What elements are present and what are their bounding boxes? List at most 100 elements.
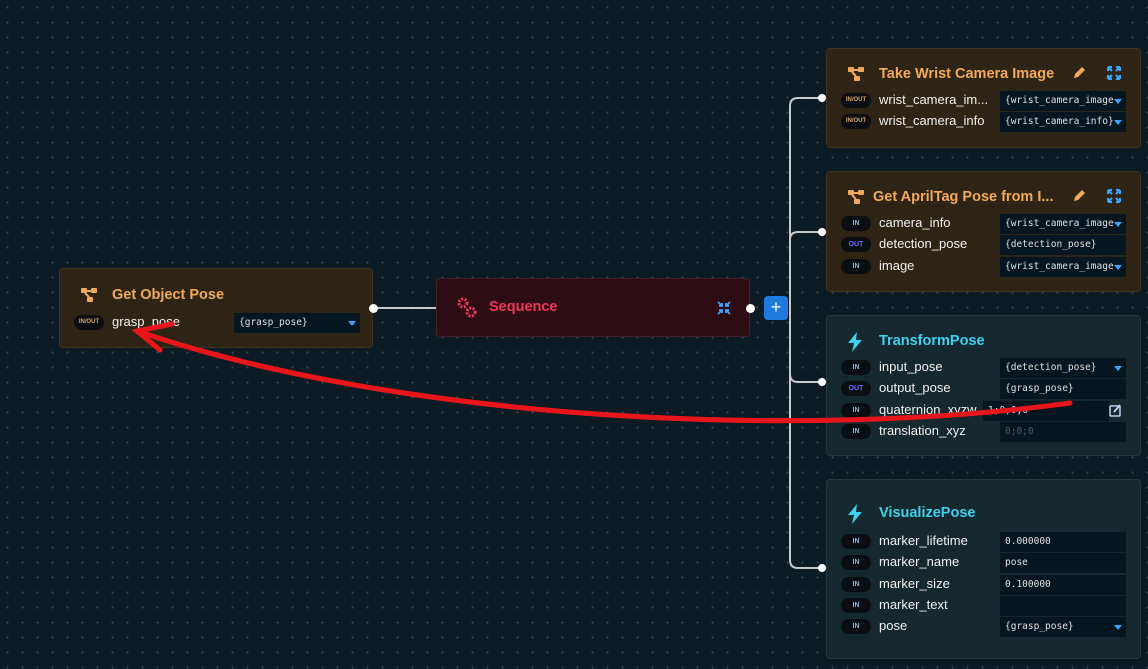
port-row: IN camera_info {wrist_camera_image [841,214,1126,234]
chevron-down-icon[interactable] [1114,366,1122,371]
port-row: IN/OUT wrist_camera_info {wrist_camera_i… [841,112,1126,133]
port-row: IN/OUT grasp_pose {grasp_pose} [74,313,360,333]
node-title: VisualizePose [879,505,976,521]
node-title: Get Object Pose [112,287,225,303]
port-name: marker_size [879,575,950,591]
port-value: 0;0;0 [1005,425,1034,437]
port-child-input[interactable] [818,94,826,102]
port-value: {detection_pose} [1005,239,1097,251]
port-direction-badge: IN [841,597,871,613]
port-row: OUT detection_pose {detection_pose} [841,235,1126,256]
node-visualizepose[interactable]: VisualizePose IN marker_lifetime 0.00000… [826,479,1141,659]
chevron-down-icon[interactable] [1114,120,1122,126]
chevron-down-icon[interactable] [1114,99,1122,104]
annotation-arrowhead [131,321,175,353]
port-value: 0.100000 [1005,578,1051,590]
port-value-input[interactable]: {wrist_camera_image [1000,91,1126,111]
node-get-apriltag-pose-from-i[interactable]: Get AprilTag Pose from I... IN camera_in… [826,171,1141,292]
port-value: {grasp_pose} [1005,383,1074,395]
port-child-input[interactable] [818,564,826,572]
port-value-input[interactable]: 0.100000 [1000,574,1126,595]
port-name: marker_lifetime [879,533,968,548]
port-direction-badge: IN [841,258,871,274]
add-child-button[interactable]: + [764,296,788,320]
port-name: marker_name [879,554,960,570]
port-value-input[interactable]: {wrist_camera_info} [1000,112,1126,133]
node-title: TransformPose [879,333,985,349]
chevron-down-icon[interactable] [1114,222,1122,227]
port-value: {wrist_camera_image [1005,95,1114,106]
wire-sequence-children [789,97,822,569]
port-value-input[interactable]: {wrist_camera_image [1000,256,1126,277]
port-value-input[interactable]: {detection_pose} [1000,358,1126,378]
port-row: IN marker_name pose [841,553,1126,574]
port-root-output[interactable] [369,304,378,313]
port-direction-badge: IN [841,360,871,375]
collapse-icon[interactable] [717,301,731,315]
port-direction-badge: IN [841,555,871,571]
port-row: IN marker_size 0.100000 [841,574,1126,595]
port-direction-badge: IN [841,576,871,592]
tree-icon [848,190,864,204]
port-direction-badge: IN [841,402,871,418]
node-title: Sequence [489,299,558,315]
pencil-icon[interactable] [1072,189,1086,203]
port-direction-badge: IN [841,619,871,635]
port-row: IN marker_lifetime 0.000000 [841,532,1126,552]
port-value: {detection_pose} [1005,362,1097,373]
chevron-down-icon[interactable] [1114,625,1122,631]
tree-icon [848,67,864,81]
node-title: Take Wrist Camera Image [879,66,1055,82]
node-get-object-pose[interactable]: Get Object Pose IN/OUT grasp_pose {grasp… [59,268,373,348]
port-row: OUT output_pose {grasp_pose} [841,379,1126,400]
port-direction-badge: OUT [841,381,871,397]
port-value-input[interactable]: pose [1000,553,1126,574]
port-value: 0.000000 [1005,536,1051,547]
port-name: detection_pose [879,236,968,252]
port-direction-badge: IN/OUT [74,315,104,330]
lightning-icon [848,504,862,524]
port-name: pose [879,618,908,634]
port-direction-badge: IN [841,423,871,439]
tree-icon [81,288,97,302]
port-name: input_pose [879,359,943,374]
port-value-input[interactable]: 0;0;0 [1000,421,1126,442]
chevron-down-icon[interactable] [348,321,356,326]
port-value: pose [1005,557,1028,569]
edit-icon[interactable] [1109,403,1122,417]
chevron-down-icon[interactable] [1114,264,1122,270]
expand-icon[interactable] [1107,66,1121,80]
port-value-input[interactable]: {detection_pose} [1000,235,1126,256]
port-direction-badge: IN/OUT [841,114,871,130]
port-row: IN/OUT wrist_camera_im... {wrist_camera_… [841,91,1126,111]
port-value-input[interactable] [1000,595,1126,616]
port-name: wrist_camera_im... [879,92,989,107]
annotation-arrow [137,329,1073,424]
port-value-input[interactable]: {grasp_pose} [1000,617,1126,638]
port-direction-badge: IN/OUT [841,93,871,108]
node-sequence[interactable]: Sequence [436,278,750,337]
port-name: marker_text [879,596,948,612]
pencil-icon[interactable] [1072,66,1086,80]
port-sequence-output[interactable] [746,304,755,313]
port-value-input[interactable]: 0.000000 [1000,532,1126,552]
port-value-input[interactable]: {grasp_pose} [1000,379,1126,400]
node-transformpose[interactable]: TransformPose IN input_pose {detection_p… [826,315,1141,456]
port-value-input[interactable]: {grasp_pose} [234,313,360,333]
port-value: {wrist_camera_info} [1005,116,1114,128]
node-take-wrist-camera-image[interactable]: Take Wrist Camera Image IN/OUT wrist_cam… [826,48,1141,148]
port-value: {wrist_camera_image [1005,218,1114,229]
port-value: {grasp_pose} [1005,621,1074,633]
port-row: IN pose {grasp_pose} [841,617,1126,638]
port-row: IN marker_text [841,595,1126,616]
node-title: Get AprilTag Pose from I... [873,189,1054,205]
port-child-input[interactable] [818,378,826,386]
port-direction-badge: IN [841,534,871,549]
port-value-input[interactable]: {wrist_camera_image [1000,214,1126,234]
port-name: translation_xyz [879,422,966,438]
port-row: IN input_pose {detection_pose} [841,358,1126,378]
port-value: {grasp_pose} [239,317,308,328]
port-child-input[interactable] [818,228,826,236]
expand-icon[interactable] [1107,189,1121,203]
